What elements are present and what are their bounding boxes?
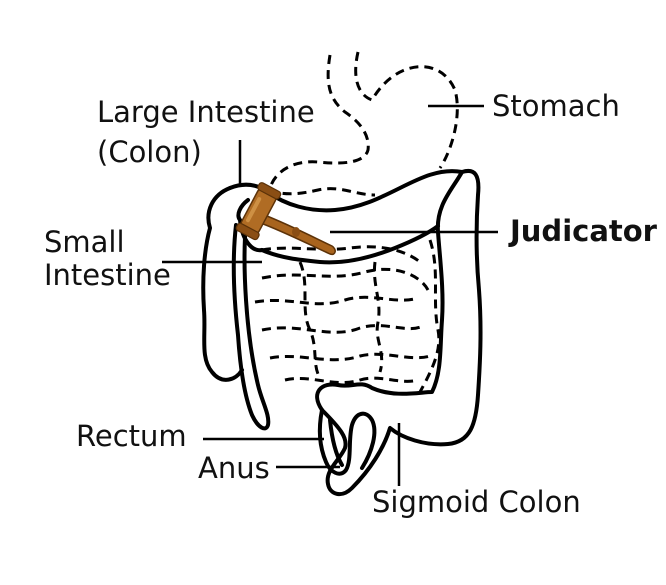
label-small-intestine-line1: Small [44,225,125,259]
label-stomach: Stomach [492,89,620,123]
large-intestine-outline [315,169,483,497]
gavel-icon [235,182,336,256]
label-sigmoid-colon: Sigmoid Colon [372,485,581,519]
stomach-lower-edge [267,187,376,197]
label-colon: (Colon) [97,135,202,169]
rectum-outline [317,408,377,476]
label-large-intestine: Large Intestine [97,95,315,129]
label-judicator: Judicator [510,214,657,248]
small-intestine-coils [254,239,441,393]
label-small-intestine-line2: Intestine [44,258,171,292]
stomach-outline [268,51,459,189]
label-rectum: Rectum [76,419,187,453]
label-anus: Anus [198,451,270,485]
appendix [231,220,271,431]
